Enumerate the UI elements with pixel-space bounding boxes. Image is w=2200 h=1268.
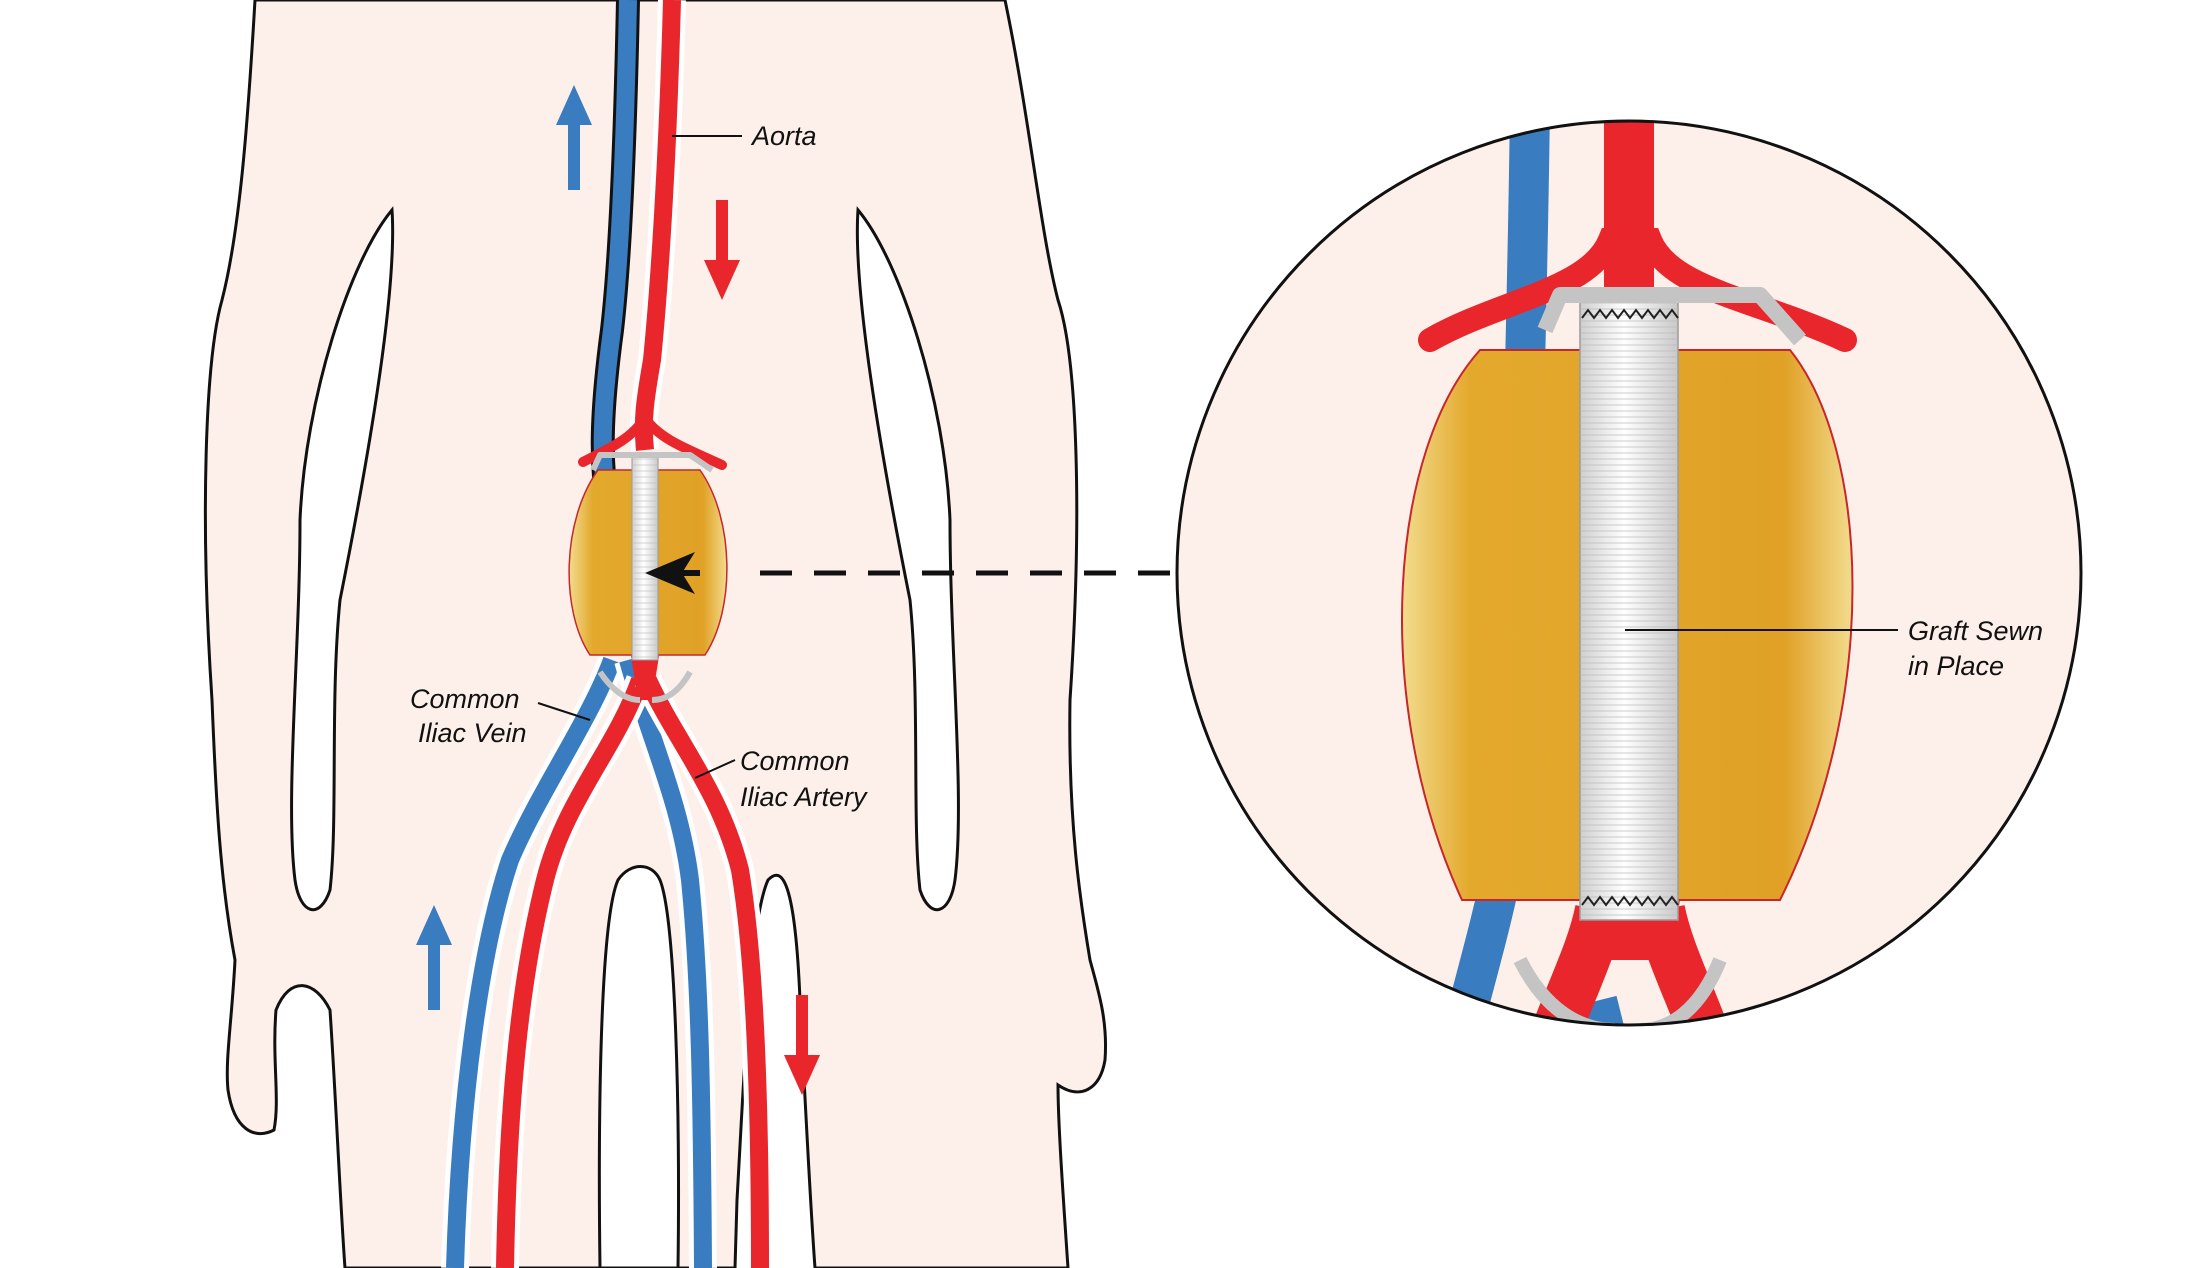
- crotch-gap: [597, 865, 680, 1268]
- renal-arteries: [578, 409, 727, 470]
- sutures-bottom: [1581, 895, 1679, 907]
- artery-label-line2: Iliac Artery: [740, 782, 868, 812]
- aorta-label: Aorta: [750, 121, 817, 151]
- clamp-top-magnified: [1537, 287, 1806, 346]
- sutures-top: [1581, 308, 1679, 320]
- graft-label-line1: Graft Sewn: [1908, 616, 2043, 646]
- vein-flow-arrow-up: [556, 85, 592, 190]
- body-vessels: [441, 0, 774, 1268]
- labels: Aorta Common Iliac Vein Common Iliac Art…: [410, 121, 2043, 812]
- vein-leader: [537, 702, 591, 721]
- magnified-circle-outline: [1175, 119, 2083, 1027]
- left-arm-gap: [290, 206, 395, 912]
- clamp-top-small: [590, 452, 714, 473]
- artery-label-line1: Common: [740, 746, 850, 776]
- graft-label-line2: in Place: [1908, 651, 2004, 681]
- clamp-bottom-small: [597, 670, 693, 703]
- clamp-bottom-magnified: [1513, 956, 1727, 1025]
- vein-label-line1: Common: [410, 684, 520, 714]
- right-arm-gap: [855, 206, 960, 912]
- zoom-pointer: [645, 552, 1170, 594]
- artery-flow-arrow-down: [704, 200, 740, 300]
- vein-label-line2: Iliac Vein: [418, 718, 527, 748]
- artery-flow-arrow-down: [784, 995, 820, 1095]
- flow-arrows: [416, 85, 820, 1095]
- magnified-view: [1175, 119, 2083, 1027]
- artery-leader: [694, 759, 736, 779]
- zoom-arrowhead: [645, 552, 695, 594]
- vein-flow-arrow-up: [416, 905, 452, 1010]
